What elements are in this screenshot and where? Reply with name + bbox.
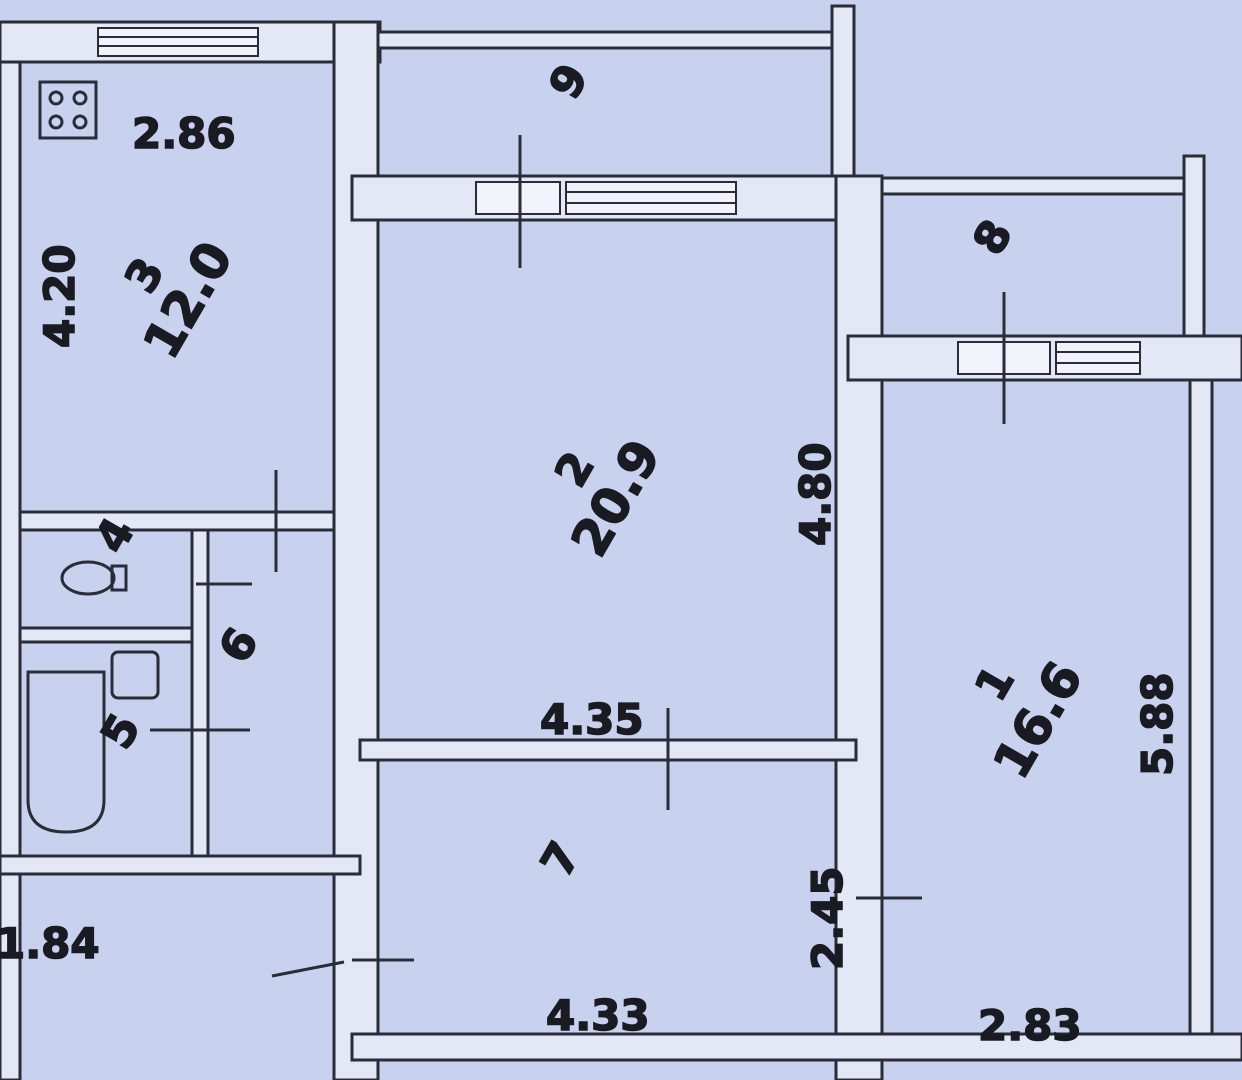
stove-icon <box>38 80 98 140</box>
wall-left-room3 <box>0 60 22 1080</box>
wall-balcony8-top <box>880 176 1204 196</box>
room-2-depth: 4.80 <box>791 442 840 546</box>
room-3-depth: 4.20 <box>35 244 84 348</box>
sink-icon <box>110 650 160 700</box>
wall-room2-room1 <box>834 174 884 1080</box>
window-room3 <box>97 27 259 57</box>
walls <box>0 4 1242 1080</box>
room-6-number: 6 <box>209 619 268 671</box>
room-3-area: 12.0 <box>132 232 244 368</box>
room-7-depth: 2.45 <box>803 866 852 970</box>
wall-bath-bottom <box>0 854 362 876</box>
toilet-icon <box>60 560 128 596</box>
corridor-dim: 1.84 <box>0 919 100 968</box>
room-7-number: 7 <box>531 833 590 885</box>
room-2-width: 4.35 <box>540 695 644 744</box>
window-room1 <box>1055 341 1141 375</box>
wall-room4-room5 <box>18 626 194 644</box>
room-1-width: 2.83 <box>978 1001 1082 1050</box>
wall-bottom <box>350 1032 1242 1062</box>
wall-balcony9-right <box>830 4 856 178</box>
room-3-width: 2.86 <box>132 109 236 158</box>
window-room2 <box>565 181 737 215</box>
wall-room3-bottom <box>18 510 336 532</box>
room-2-area: 20.9 <box>560 430 672 566</box>
door-marks <box>150 135 1006 978</box>
wall-room1-right <box>1188 378 1214 1054</box>
room-1-depth: 5.88 <box>1133 672 1182 776</box>
room-5-number: 5 <box>91 705 150 757</box>
balcony-door-room2 <box>475 181 561 215</box>
wall-bath-room6 <box>190 528 210 858</box>
room-9-number: 9 <box>539 55 598 107</box>
room-7-width: 4.33 <box>546 991 650 1040</box>
windows <box>97 27 1141 375</box>
wall-balcony9-top <box>376 30 836 50</box>
bathtub-icon <box>26 670 106 834</box>
room-8-number: 8 <box>963 211 1022 263</box>
wall-room2-room7 <box>358 738 858 762</box>
wall-balcony8-right <box>1182 154 1206 338</box>
